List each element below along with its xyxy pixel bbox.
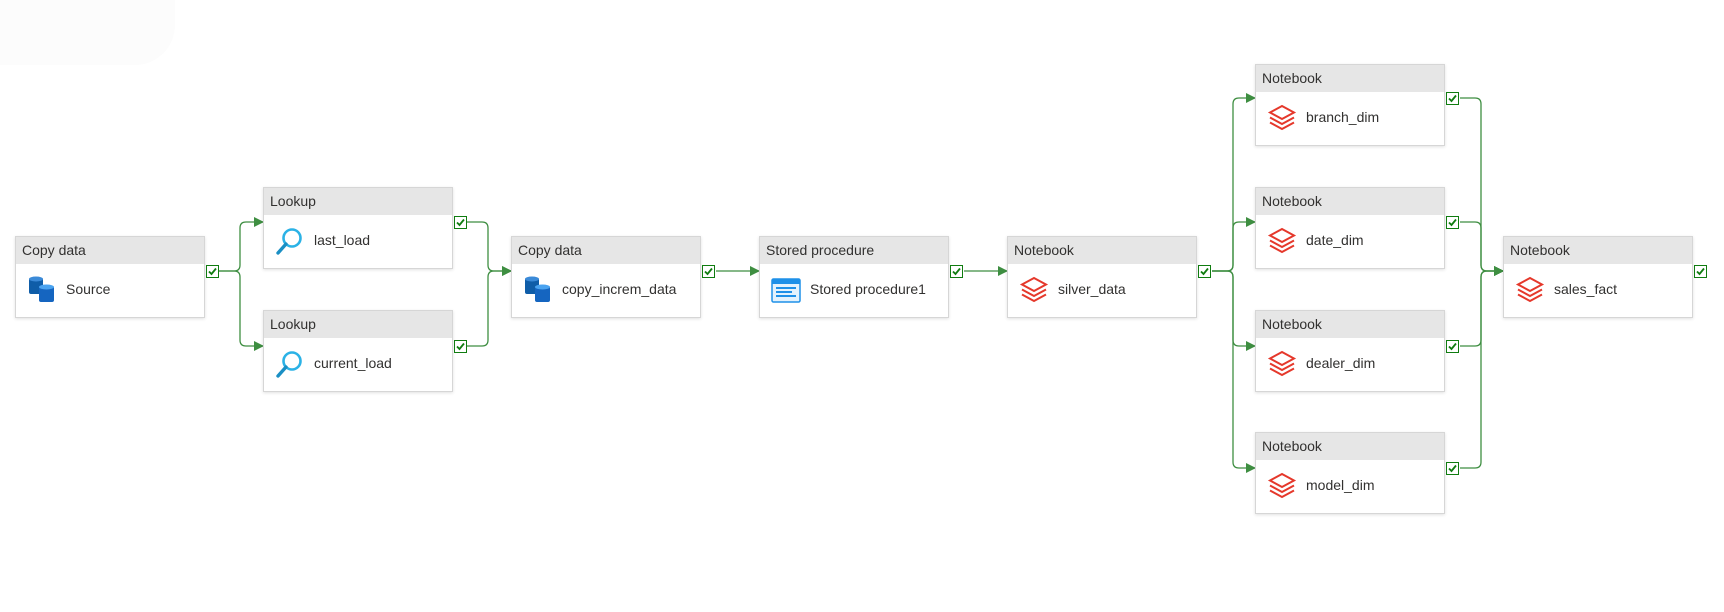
connector-silver-to-model-dim <box>1212 270 1256 473</box>
databricks-notebook-icon <box>1267 471 1297 501</box>
databricks-notebook-icon <box>1019 275 1049 305</box>
activity-type-label: Lookup <box>264 188 452 215</box>
activity-stored-procedure1[interactable]: Stored procedure Stored procedure1 <box>759 236 949 318</box>
activity-dealer-dim[interactable]: Notebook dealer_dim <box>1255 310 1445 392</box>
databricks-notebook-icon <box>1267 349 1297 379</box>
canvas-corner-shade <box>0 0 175 65</box>
activity-name: copy_increm_data <box>562 281 677 297</box>
connector-date-dim-to-sales-fact <box>1460 221 1504 276</box>
success-port-dealer-dim[interactable] <box>1446 340 1459 353</box>
checkmark-icon <box>1200 267 1209 276</box>
activity-name: date_dim <box>1306 232 1364 248</box>
activity-name: Source <box>66 281 111 297</box>
activity-name: Stored procedure1 <box>810 281 926 297</box>
connector-last-load-to-copy-increm <box>467 221 512 276</box>
activity-name: sales_fact <box>1554 281 1618 297</box>
activity-last-load[interactable]: Lookup last_load <box>263 187 453 269</box>
activity-type-label: Copy data <box>512 237 700 264</box>
activity-silver-data[interactable]: Notebook silver_data <box>1007 236 1197 318</box>
activity-type-label: Notebook <box>1504 237 1692 264</box>
checkmark-icon <box>456 342 465 351</box>
activity-date-dim[interactable]: Notebook date_dim <box>1255 187 1445 269</box>
activity-branch-dim[interactable]: Notebook branch_dim <box>1255 64 1445 146</box>
checkmark-icon <box>1448 94 1457 103</box>
activity-name: dealer_dim <box>1306 355 1376 371</box>
stored-procedure-icon <box>771 275 801 305</box>
connector-source-to-last-load <box>219 217 264 272</box>
copy-data-icon <box>27 275 57 305</box>
lookup-icon <box>275 349 305 379</box>
connector-current-load-to-copy-increm <box>467 266 512 347</box>
activity-type-label: Copy data <box>16 237 204 264</box>
success-port-last-load[interactable] <box>454 216 467 229</box>
connector-dealer-dim-to-sales-fact <box>1460 266 1504 347</box>
checkmark-icon <box>704 267 713 276</box>
connector-silver-to-date-dim <box>1212 217 1256 272</box>
connector-model-dim-to-sales-fact <box>1460 266 1504 469</box>
connector-silver-to-dealer-dim <box>1212 270 1256 351</box>
success-port-date-dim[interactable] <box>1446 216 1459 229</box>
success-port-silver-data[interactable] <box>1198 265 1211 278</box>
checkmark-icon <box>1448 342 1457 351</box>
checkmark-icon <box>952 267 961 276</box>
success-port-source[interactable] <box>206 265 219 278</box>
copy-data-icon <box>523 275 553 305</box>
checkmark-icon <box>456 218 465 227</box>
activity-type-label: Notebook <box>1008 237 1196 264</box>
activity-sales-fact[interactable]: Notebook sales_fact <box>1503 236 1693 318</box>
checkmark-icon <box>1696 267 1705 276</box>
activity-type-label: Notebook <box>1256 188 1444 215</box>
checkmark-icon <box>1448 218 1457 227</box>
databricks-notebook-icon <box>1515 275 1545 305</box>
activity-name: model_dim <box>1306 477 1375 493</box>
activity-type-label: Notebook <box>1256 311 1444 338</box>
checkmark-icon <box>208 267 217 276</box>
activity-type-label: Notebook <box>1256 65 1444 92</box>
databricks-notebook-icon <box>1267 103 1297 133</box>
success-port-model-dim[interactable] <box>1446 462 1459 475</box>
activity-type-label: Notebook <box>1256 433 1444 460</box>
success-port-sales-fact[interactable] <box>1694 265 1707 278</box>
activity-type-label: Lookup <box>264 311 452 338</box>
activity-model-dim[interactable]: Notebook model_dim <box>1255 432 1445 514</box>
connector-silver-to-branch-dim <box>1212 93 1256 272</box>
success-port-copy-increm-data[interactable] <box>702 265 715 278</box>
activity-source[interactable]: Copy data Source <box>15 236 205 318</box>
activity-name: silver_data <box>1058 281 1126 297</box>
checkmark-icon <box>1448 464 1457 473</box>
activity-name: last_load <box>314 232 371 248</box>
activity-name: branch_dim <box>1306 109 1380 125</box>
databricks-notebook-icon <box>1267 226 1297 256</box>
success-port-stored-procedure1[interactable] <box>950 265 963 278</box>
connector-source-to-current-load <box>219 270 264 351</box>
connector-branch-dim-to-sales-fact <box>1460 97 1504 276</box>
lookup-icon <box>275 226 305 256</box>
activity-type-label: Stored procedure <box>760 237 948 264</box>
activity-copy-increm-data[interactable]: Copy data copy_increm_data <box>511 236 701 318</box>
success-port-branch-dim[interactable] <box>1446 92 1459 105</box>
activity-current-load[interactable]: Lookup current_load <box>263 310 453 392</box>
success-port-current-load[interactable] <box>454 340 467 353</box>
activity-name: current_load <box>314 355 392 371</box>
